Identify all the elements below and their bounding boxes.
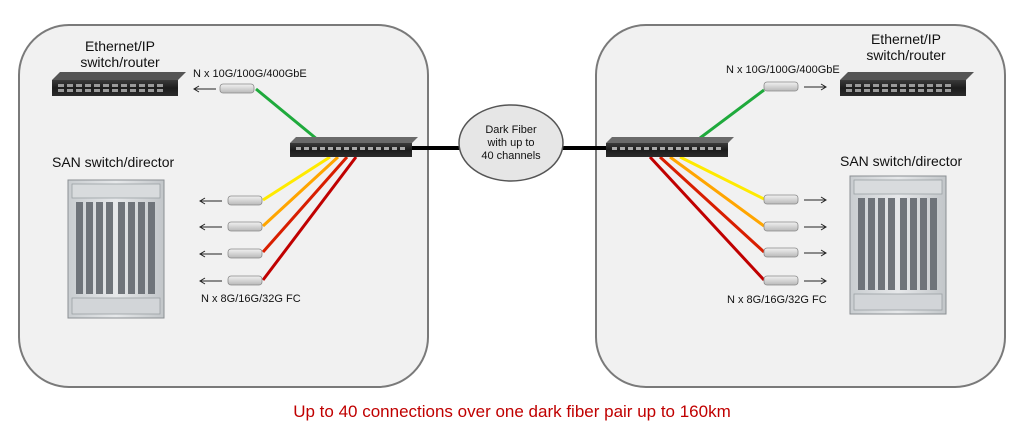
left-ethernet-switch: [52, 72, 186, 96]
left-ethernet-label: Ethernet/IP switch/router: [80, 38, 160, 70]
right-fc-link-1: [679, 155, 765, 201]
right-dwdm-mux: [606, 137, 734, 157]
left-fc-link-3: [261, 156, 349, 253]
left-ethernet-speed-label: N x 10G/100G/400GbE: [193, 68, 307, 80]
left-dwdm-mux: [290, 137, 418, 157]
left-ethernet-transceiver: [193, 83, 255, 94]
left-fc-transceiver-1: [199, 195, 263, 206]
left-san-director: [67, 179, 165, 319]
right-ethernet-link: [699, 88, 765, 140]
left-fc-link-4: [261, 156, 358, 281]
right-ethernet-speed-label: N x 10G/100G/400GbE: [726, 64, 840, 76]
left-fc-transceiver-3: [199, 248, 263, 259]
right-fc-link-3: [658, 155, 766, 254]
left-fc-transceiver-4: [199, 275, 263, 286]
right-san-director: [849, 175, 947, 315]
right-ethernet-label: Ethernet/IP switch/router: [866, 31, 946, 63]
right-fc-transceiver-1: [763, 194, 827, 205]
right-fc-transceiver-4: [763, 275, 827, 286]
left-fc-transceiver-2: [199, 221, 263, 232]
left-fc-link-1: [262, 155, 331, 202]
right-fc-link-4: [648, 155, 766, 282]
left-san-label: SAN switch/director: [52, 154, 175, 170]
right-fc-link-2: [669, 155, 765, 228]
right-fc-speed-label: N x 8G/16G/32G FC: [727, 294, 827, 306]
right-fc-transceiver-2: [763, 221, 827, 232]
dark-fiber-cloud: [458, 104, 564, 182]
right-ethernet-switch: [840, 72, 974, 96]
right-ethernet-transceiver: [763, 81, 827, 92]
left-fc-link-2: [261, 155, 340, 228]
right-fc-transceiver-3: [763, 247, 827, 258]
left-fc-speed-label: N x 8G/16G/32G FC: [201, 293, 301, 305]
right-san-label: SAN switch/director: [840, 153, 963, 169]
dark-fiber-label: Dark Fiber with up to 40 channels: [481, 124, 541, 162]
left-ethernet-link: [255, 87, 319, 142]
diagram-caption: Up to 40 connections over one dark fiber…: [293, 402, 731, 421]
